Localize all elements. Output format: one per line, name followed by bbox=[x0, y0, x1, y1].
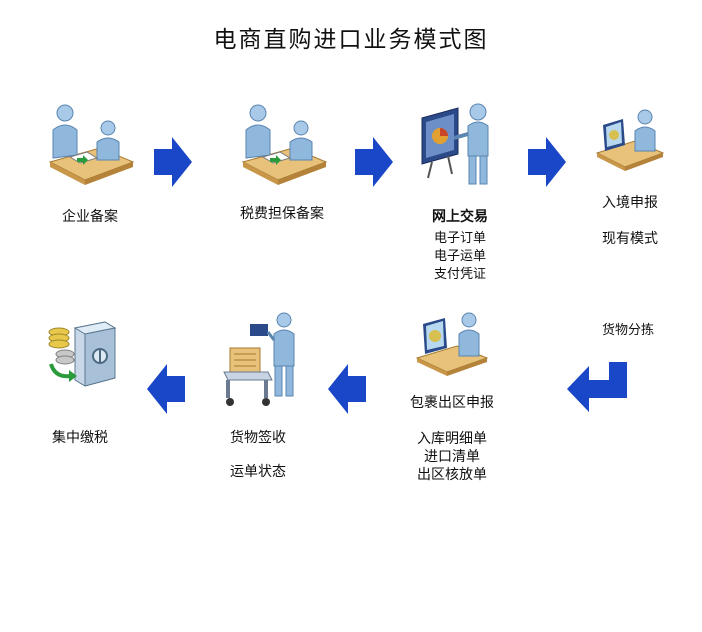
online-trading-detail-3: 支付凭证 bbox=[433, 267, 486, 282]
step-label-goods-receipt: 货物签收 bbox=[230, 430, 286, 446]
tax-guarantee-registration-icon bbox=[241, 104, 328, 185]
entry-declaration-icon bbox=[595, 109, 665, 171]
arrow-right-3 bbox=[528, 137, 566, 187]
online-trading-icon bbox=[421, 103, 489, 185]
arrow-bent-down-left bbox=[567, 362, 627, 412]
online-trading-detail-1: 电子订单 bbox=[433, 231, 486, 246]
centralized-tax-payment-icon bbox=[48, 321, 117, 387]
entry-declaration-note: 现有模式 bbox=[602, 231, 658, 247]
arrow-right-1 bbox=[154, 137, 192, 187]
step-label-online-trading: 网上交易 bbox=[432, 209, 488, 225]
online-trading-detail-2: 电子运单 bbox=[433, 249, 486, 264]
parcel-exit-declaration-icon bbox=[415, 312, 489, 376]
goods-receipt-note: 运单状态 bbox=[230, 464, 286, 480]
goods-receipt-icon bbox=[223, 312, 295, 406]
arrow-left-2 bbox=[147, 364, 185, 414]
step-label-enterprise-registration: 企业备案 bbox=[62, 209, 118, 225]
step-label-entry-declaration: 入境申报 bbox=[602, 195, 658, 211]
transition-label-sorting: 货物分拣 bbox=[601, 323, 654, 338]
page-title: 电商直购进口业务模式图 bbox=[213, 27, 489, 53]
arrow-right-2 bbox=[355, 137, 393, 187]
arrow-left-1 bbox=[328, 364, 366, 414]
enterprise-registration-icon bbox=[48, 104, 135, 185]
step-label-parcel-exit-declaration: 包裹出区申报 bbox=[410, 395, 494, 411]
parcel-exit-detail-2: 进口清单 bbox=[424, 449, 480, 465]
step-label-tax-guarantee: 税费担保备案 bbox=[240, 206, 324, 222]
step-label-centralized-tax: 集中缴税 bbox=[52, 430, 108, 446]
parcel-exit-detail-1: 入库明细单 bbox=[417, 431, 487, 447]
parcel-exit-detail-3: 出区核放单 bbox=[417, 467, 487, 483]
